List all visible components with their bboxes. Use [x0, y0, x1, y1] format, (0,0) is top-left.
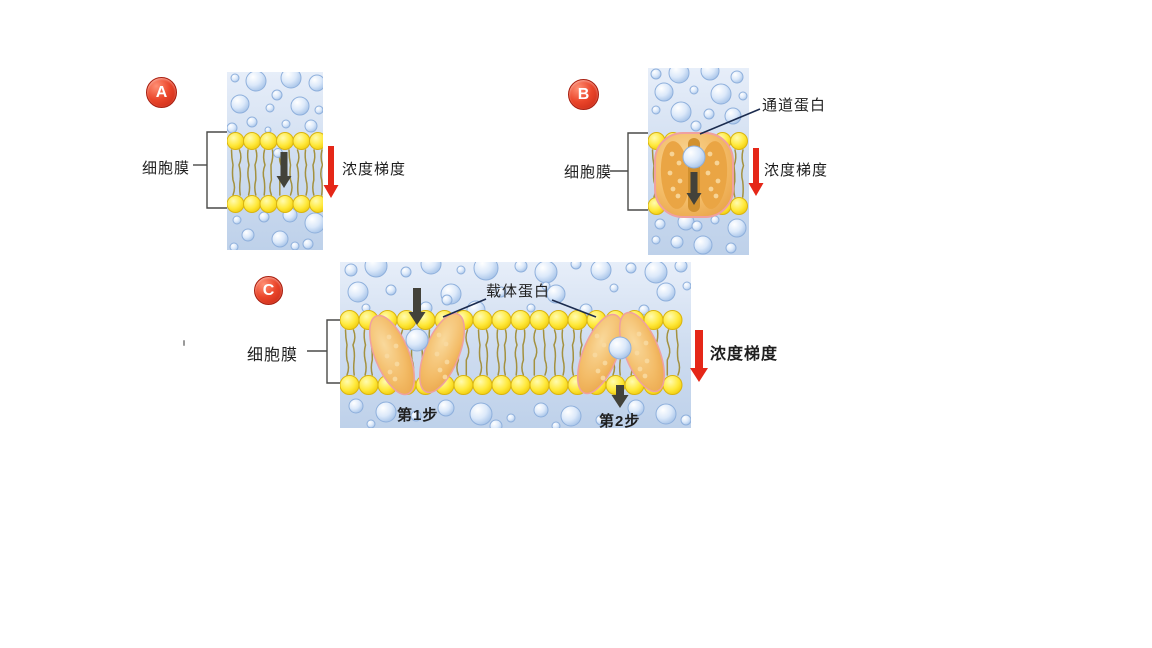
panel-b-gradient-label: 浓度梯度	[764, 162, 829, 179]
panel-c-membrane-label: 细胞膜	[246, 347, 298, 364]
panel-a-simple-diffusion-illustration	[193, 72, 339, 250]
panel-a-gradient-label: 浓度梯度	[342, 161, 407, 178]
panel-b-membrane-label: 细胞膜	[563, 164, 612, 181]
panel-a-badge: A	[146, 77, 177, 108]
scan-artifact	[183, 340, 185, 346]
panel-c-gradient-label: 浓度梯度	[710, 346, 779, 363]
panel-a-membrane-label: 细胞膜	[141, 160, 190, 177]
panel-c-protein-label: 载体蛋白	[486, 283, 551, 300]
panel-b-channel-protein-illustration	[610, 68, 764, 255]
panel-c-badge: C	[254, 276, 283, 305]
panel-c-carrier-protein-illustration	[307, 262, 708, 428]
panel-c-step2-label: 第2步	[599, 413, 641, 430]
panel-c-step1-label: 第1步	[397, 407, 439, 424]
panel-b-protein-label: 通道蛋白	[762, 97, 827, 114]
panel-b-badge: B	[568, 79, 599, 110]
